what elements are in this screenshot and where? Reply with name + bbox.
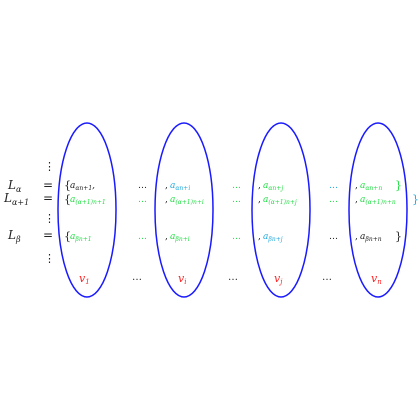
comma-alpha1-j: , bbox=[258, 195, 261, 205]
ellipse-vj bbox=[251, 122, 311, 298]
comma-beta-n: , bbox=[355, 232, 358, 242]
ellipse-vi bbox=[154, 122, 214, 298]
vertex-label-vn: vn bbox=[371, 272, 382, 286]
dots-beta-1: … bbox=[138, 232, 147, 242]
row-label-beta: Lβ bbox=[7, 228, 21, 244]
element-alpha-i: aαn+i bbox=[170, 181, 190, 192]
comma-alpha-n: , bbox=[355, 181, 358, 191]
dots-vertices-1: … bbox=[132, 272, 142, 283]
open-brace-alpha: { bbox=[64, 179, 71, 192]
comma-alpha1-i: , bbox=[165, 195, 168, 205]
open-brace-beta: { bbox=[64, 230, 71, 243]
set-row-beta: { aβn+1 … , aβn+i … , aβn+j … , aβn+n } bbox=[64, 230, 402, 243]
element-alpha-j: aαn+j bbox=[263, 181, 283, 192]
ellipse-vn bbox=[348, 122, 408, 298]
row-label-alpha-plus-one: Lα+1 bbox=[3, 191, 29, 207]
element-alpha-1: aαn+1, bbox=[70, 181, 95, 192]
element-alpha-n: aαn+n bbox=[360, 181, 382, 192]
equals-alpha-plus-one: = bbox=[43, 191, 53, 205]
dots-vertices-2: … bbox=[228, 272, 238, 283]
vdots-middle: ⋮ bbox=[44, 212, 55, 225]
dots-alpha1-1: … bbox=[138, 195, 147, 205]
dots-alpha1-3: … bbox=[329, 195, 338, 205]
comma-beta-i: , bbox=[165, 232, 168, 242]
element-alpha1-j: a(α+1)n+j bbox=[263, 195, 297, 206]
element-alpha1-i: a(α+1)n+i bbox=[170, 195, 204, 206]
dots-alpha-3: … bbox=[329, 181, 338, 191]
comma-alpha-i: , bbox=[165, 181, 168, 191]
vertex-label-vj: vj bbox=[274, 272, 283, 286]
element-beta-n: aβn+n bbox=[360, 232, 382, 243]
equals-beta: = bbox=[43, 228, 53, 242]
element-beta-i: aβn+i bbox=[170, 232, 190, 243]
comma-beta-j: , bbox=[258, 232, 261, 242]
dots-alpha1-2: … bbox=[232, 195, 241, 205]
comma-alpha1-n: , bbox=[355, 195, 358, 205]
element-beta-1: aβn+1 bbox=[70, 232, 92, 243]
equals-alpha: = bbox=[43, 178, 53, 192]
dots-alpha-2: … bbox=[232, 181, 241, 191]
element-alpha1-1: a(α+1)n+1 bbox=[70, 195, 106, 206]
close-brace-alpha: } bbox=[395, 179, 402, 192]
set-row-alpha: { aαn+1, … , aαn+i … , aαn+j … , aαn+n } bbox=[64, 179, 402, 192]
element-beta-j: aβn+j bbox=[263, 232, 283, 243]
row-label-alpha: Lα bbox=[7, 178, 22, 194]
dots-vertices-3: … bbox=[322, 272, 332, 283]
vdots-top: ⋮ bbox=[44, 160, 55, 173]
open-brace-alpha-plus-one: { bbox=[64, 193, 71, 206]
dots-beta-3: … bbox=[329, 232, 338, 242]
close-brace-alpha-plus-one: } bbox=[412, 193, 419, 206]
vertex-label-v1: v1 bbox=[79, 272, 90, 286]
dots-alpha-1: … bbox=[138, 181, 147, 191]
comma-alpha-j: , bbox=[258, 181, 261, 191]
set-row-alpha-plus-one: { a(α+1)n+1 … , a(α+1)n+i … , a(α+1)n+j … bbox=[64, 193, 419, 206]
element-alpha1-n: a(α+1)n+n bbox=[360, 195, 396, 206]
close-brace-beta: } bbox=[395, 230, 402, 243]
vdots-bottom: ⋮ bbox=[44, 252, 55, 265]
dots-beta-2: … bbox=[232, 232, 241, 242]
ellipse-v1 bbox=[57, 122, 117, 298]
vertex-label-vi: vi bbox=[178, 272, 186, 286]
